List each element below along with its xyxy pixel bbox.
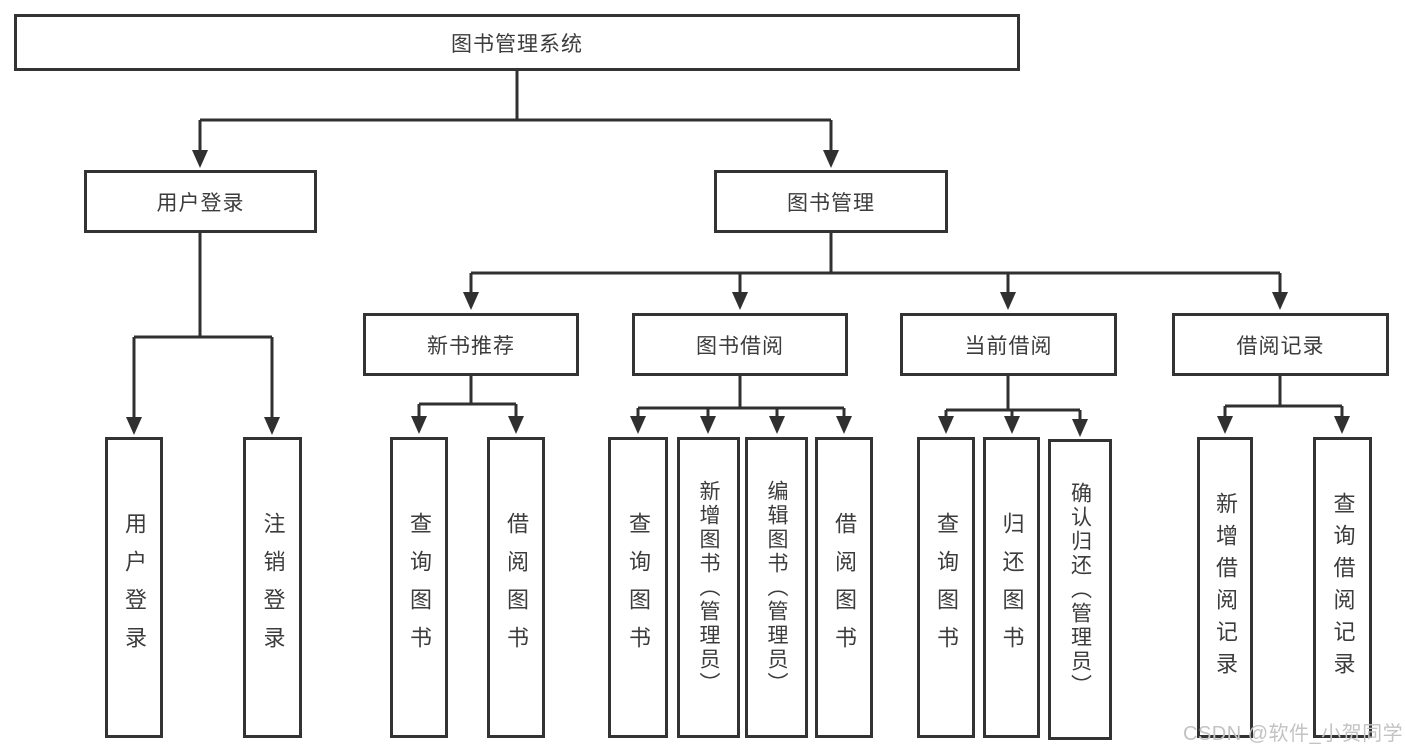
arrowhead-icon [1000,292,1016,310]
leaf-borrow-borrow-label: 借阅图书 [832,511,857,664]
arrowhead-icon [508,416,524,434]
arrowhead-icon [126,417,142,435]
node-book-mgmt: 图书管理 [714,170,948,233]
connector-book-borrow [636,376,846,417]
leaf-records-query-label: 查询借阅记录 [1330,491,1356,684]
leaf-borrow-borrow: 借阅图书 [815,437,873,738]
connector-book-mgmt [469,233,1282,293]
leaf-newbooks-query-label: 查询图书 [407,511,432,664]
connector-user-login [132,233,274,418]
node-new-books: 新书推荐 [363,313,579,376]
arrowhead-icon [769,416,785,434]
leaf-logout-label: 注销登录 [260,511,286,664]
arrowhead-icon [1217,416,1233,434]
leaf-user-login: 用户登录 [105,437,163,738]
arrowhead-icon [938,416,954,434]
leaf-current-return: 归还图书 [983,437,1040,738]
leaf-logout: 注销登录 [243,437,302,738]
node-borrow-records-label: 借阅记录 [1236,334,1325,358]
watermark: CSDN @软件_小贺同学 [1183,723,1404,745]
arrowhead-icon [1334,416,1350,434]
leaf-current-confirm: 确认归还（管理员） [1048,439,1112,740]
arrowhead-icon [823,150,839,168]
leaf-newbooks-borrow: 借阅图书 [487,437,545,738]
connector-new-books [417,376,518,417]
arrowhead-icon [836,416,852,434]
leaf-borrow-add-label: 新增图书（管理员） [697,479,720,696]
node-book-borrow-label: 图书借阅 [696,334,784,358]
arrowhead-icon [700,416,716,434]
node-user-login: 用户登录 [84,170,317,233]
leaf-borrow-query: 查询图书 [608,437,668,738]
leaf-current-return-label: 归还图书 [999,511,1025,664]
node-current-borrow: 当前借阅 [900,313,1117,376]
arrowhead-icon [1072,419,1088,437]
arrowhead-icon [463,292,479,310]
leaf-newbooks-query: 查询图书 [390,437,448,738]
leaf-records-add: 新增借阅记录 [1197,437,1253,738]
node-borrow-records: 借阅记录 [1172,313,1389,376]
connector-root [198,70,833,151]
node-book-borrow: 图书借阅 [632,313,848,376]
arrowhead-icon [732,292,748,310]
node-user-login-label: 用户登录 [156,191,245,215]
arrowhead-icon [1004,416,1020,434]
arrowhead-icon [264,417,280,435]
connector-current-borrow [944,376,1082,420]
leaf-current-query: 查询图书 [917,437,975,738]
leaf-borrow-add: 新增图书（管理员） [677,437,740,738]
arrowhead-icon [192,150,208,168]
leaf-newbooks-borrow-label: 借阅图书 [504,511,529,664]
arrowhead-icon [1272,292,1288,310]
leaf-borrow-query-label: 查询图书 [626,511,651,664]
node-new-books-label: 新书推荐 [427,334,515,358]
leaf-borrow-edit: 编辑图书（管理员） [745,437,808,738]
leaf-records-query: 查询借阅记录 [1313,437,1372,738]
arrowhead-icon [630,416,646,434]
node-book-mgmt-label: 图书管理 [787,191,875,215]
node-current-borrow-label: 当前借阅 [964,334,1053,358]
arrowhead-icon [411,416,427,434]
leaf-user-login-label: 用户登录 [122,511,147,664]
node-root-label: 图书管理系统 [451,32,583,56]
leaf-current-query-label: 查询图书 [934,511,959,664]
leaf-current-confirm-label: 确认归还（管理员） [1068,481,1092,698]
leaf-borrow-edit-label: 编辑图书（管理员） [765,479,788,696]
connector-borrow-records [1223,376,1344,417]
node-root: 图书管理系统 [14,14,1020,71]
leaf-records-add-label: 新增借阅记录 [1213,491,1238,684]
